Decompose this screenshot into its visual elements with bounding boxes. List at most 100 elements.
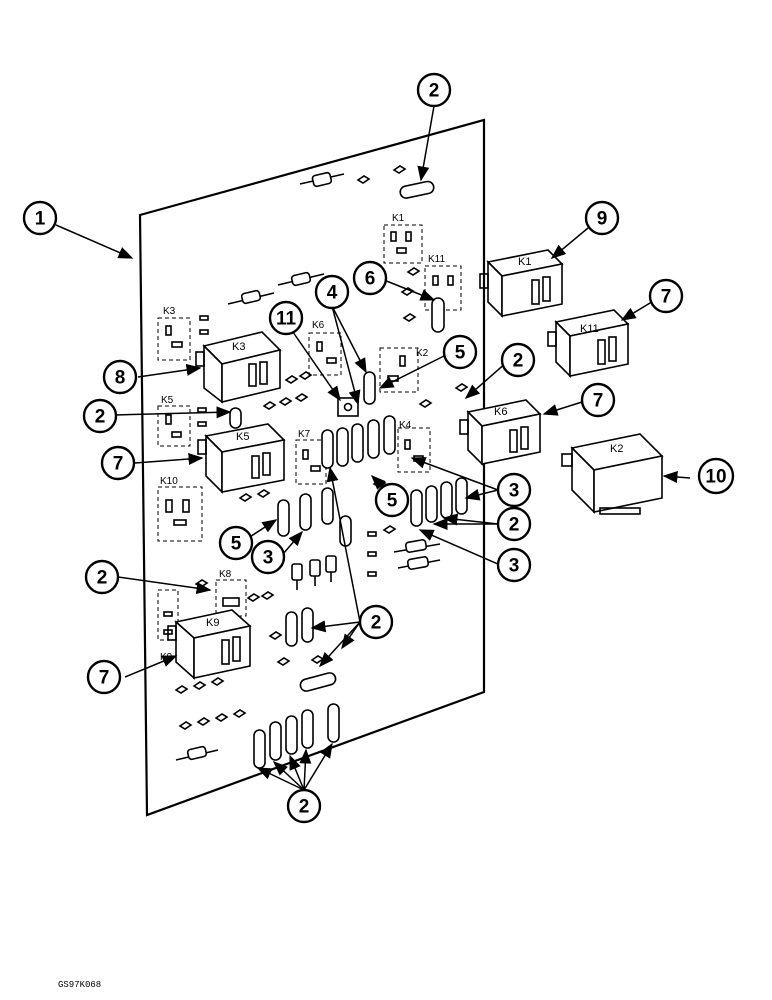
svg-text:5: 5: [231, 534, 242, 555]
relay-k11: K11: [547, 309, 630, 378]
relay-k3-label: K3: [232, 341, 245, 353]
callout-7: 7: [648, 278, 684, 314]
callout-4: 4: [314, 274, 350, 310]
relay-k1-label: K1: [518, 256, 531, 268]
svg-text:1: 1: [35, 209, 46, 230]
socket-k7-label: K7: [298, 429, 311, 440]
svg-text:2: 2: [299, 797, 310, 818]
callout-1: 1: [22, 200, 58, 236]
socket-k6-label: K6: [312, 320, 325, 331]
plug-connector-icon: [337, 397, 359, 417]
svg-text:4: 4: [327, 283, 338, 304]
callout-2: 2: [358, 604, 394, 640]
fuse-icon: [321, 487, 334, 525]
fuse-icon: [299, 672, 337, 692]
svg-text:8: 8: [115, 368, 126, 389]
svg-text:5: 5: [455, 343, 466, 364]
callout-3: 3: [496, 472, 532, 508]
callout-2: 2: [286, 788, 322, 824]
callout-3: 3: [496, 547, 532, 583]
resistor-icon: [227, 289, 275, 305]
fuse-icon: [253, 729, 266, 769]
socket-k5: K5: [157, 395, 191, 447]
callout-2: 2: [82, 398, 118, 434]
svg-text:7: 7: [113, 454, 124, 475]
fuse-icon: [399, 180, 435, 199]
fuse-icon: [431, 297, 445, 333]
relay-k2: K2: [561, 433, 664, 515]
svg-text:2: 2: [95, 407, 106, 428]
svg-text:7: 7: [99, 668, 110, 689]
callout-7: 7: [580, 382, 616, 418]
capacitor-icon: [309, 559, 321, 586]
callout-9: 9: [584, 200, 620, 236]
svg-text:3: 3: [509, 481, 520, 502]
relay-k6: K6: [459, 399, 542, 466]
circuit-board-panel: [138, 118, 486, 817]
callout-8: 8: [102, 359, 138, 395]
svg-text:6: 6: [365, 269, 376, 290]
relay-k9-label: K9: [206, 617, 219, 629]
fuse-icon: [321, 429, 334, 469]
callout-10: 10: [697, 457, 735, 495]
callout-5: 5: [442, 334, 478, 370]
terminal-pads: [163, 315, 377, 635]
svg-text:3: 3: [509, 556, 520, 577]
fuse-icon: [277, 499, 290, 537]
callout-11: 11: [268, 300, 304, 336]
figure-id-caption: GS97K068: [58, 980, 102, 990]
capacitor-icon: [325, 555, 337, 582]
fuse-icon: [269, 721, 282, 761]
socket-k10-label: K10: [160, 476, 178, 487]
callouts: 1 2 9 7 6 4 11 5 2 7 8 2 7 10 3 5 2 5 3 …: [22, 72, 735, 824]
callout-2: 2: [416, 72, 452, 108]
fuse-icon: [440, 481, 453, 519]
resistor-icon: [175, 745, 219, 761]
socket-k1: K1: [383, 213, 423, 264]
callout-3: 3: [250, 539, 286, 575]
fuse-icon: [383, 415, 396, 455]
fuse-icon: [301, 709, 314, 749]
svg-text:5: 5: [387, 491, 398, 512]
relay-k1: K1: [479, 249, 564, 318]
relay-k5-label: K5: [236, 431, 249, 443]
relay-k3: K3: [195, 331, 282, 404]
callout-5: 5: [218, 525, 254, 561]
fuse-icon: [285, 715, 298, 755]
svg-text:2: 2: [429, 81, 440, 102]
socket-k3: K3: [157, 306, 191, 361]
svg-text:2: 2: [513, 351, 524, 372]
fuse-icon: [229, 407, 242, 429]
socket-k3-label: K3: [163, 306, 176, 317]
svg-text:10: 10: [705, 467, 726, 488]
fuse-icon: [327, 703, 340, 743]
callout-2: 2: [84, 559, 120, 595]
socket-k4-label: K4: [399, 420, 412, 431]
socket-k11-label: K11: [428, 254, 445, 265]
fuse-icon: [285, 611, 298, 647]
fuse-icon: [425, 485, 438, 523]
callout-2: 2: [496, 506, 532, 542]
svg-text:2: 2: [97, 568, 108, 589]
fuse-icon: [336, 427, 349, 467]
fuse-icon: [301, 607, 314, 643]
resistor-icon: [299, 171, 345, 188]
svg-text:2: 2: [371, 613, 382, 634]
socket-k2-label: K2: [416, 348, 429, 359]
callout-5: 5: [374, 482, 410, 518]
fuse-icon: [351, 423, 364, 463]
resistor-icon: [277, 271, 325, 287]
relay-k6-label: K6: [494, 406, 507, 418]
relay-k9: K9: [167, 609, 252, 680]
resistor-icon: [393, 539, 441, 553]
fuse-icon: [299, 493, 312, 531]
fuse-icon: [410, 489, 423, 527]
callout-7: 7: [86, 659, 122, 695]
socket-k5-label: K5: [161, 395, 174, 406]
svg-text:7: 7: [593, 391, 604, 412]
socket-k1-label: K1: [392, 213, 405, 224]
socket-k10: K10: [157, 476, 203, 542]
fuse-icon: [455, 477, 468, 515]
callout-2: 2: [500, 342, 536, 378]
relay-k5: K5: [197, 423, 286, 494]
